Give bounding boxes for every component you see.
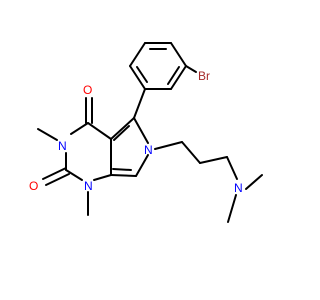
bond-chain-3 [199,156,228,164]
nitrogen-label-n6: N [144,143,153,157]
bond-chain-2 [181,141,201,164]
bond-n6-c7 [135,154,149,177]
bond-chain-4 [226,156,238,180]
bond-c5-c4a-inner [113,125,130,141]
nitrogen-label-n1: N [84,179,93,193]
bond-c7-c7a [110,174,137,177]
molecule-svg: Br O O N N N N [29,42,263,223]
oxygen-label-left: O [29,179,38,193]
bond-c4a-c4 [87,122,112,140]
bond-c5-c4a [110,117,135,140]
bromophenyl-ring [129,42,197,90]
bond-n6-ch2 [154,141,183,150]
structure-diagram: Br O O N N N N [29,42,263,223]
bond-ar-4 [170,65,187,90]
pyrimidinedione-ring [37,97,112,216]
bond-c5-n6 [133,117,149,144]
bond-ar-6 [129,65,146,90]
bond-amine-me1 [245,174,263,190]
bond-c2-o-double [45,173,70,186]
bond-c7-c7a-inner [112,168,132,171]
bond-aryl-c5 [133,88,146,119]
bond-c-br [185,65,197,73]
bromine-label: Br [198,69,210,83]
bond-c2-o [42,167,67,180]
bond-ar-inner-2 [167,66,180,85]
nitrogen-label-amine: N [234,181,243,195]
bond-ar-3 [170,42,187,67]
nitrogen-label-n3: N [58,139,67,153]
bond-n3-methyl [37,128,58,141]
bond-c2-n1 [65,169,83,181]
pyrrole-ring [110,117,149,177]
bond-c4-n3 [70,122,89,135]
bond-ar-1 [129,42,146,67]
bond-n1-c7a [93,174,112,181]
bond-amine-me2 [227,194,237,223]
aminopropyl-chain [154,141,263,223]
oxygen-label-top: O [83,83,92,97]
bond-ar-inner-3 [136,66,148,83]
